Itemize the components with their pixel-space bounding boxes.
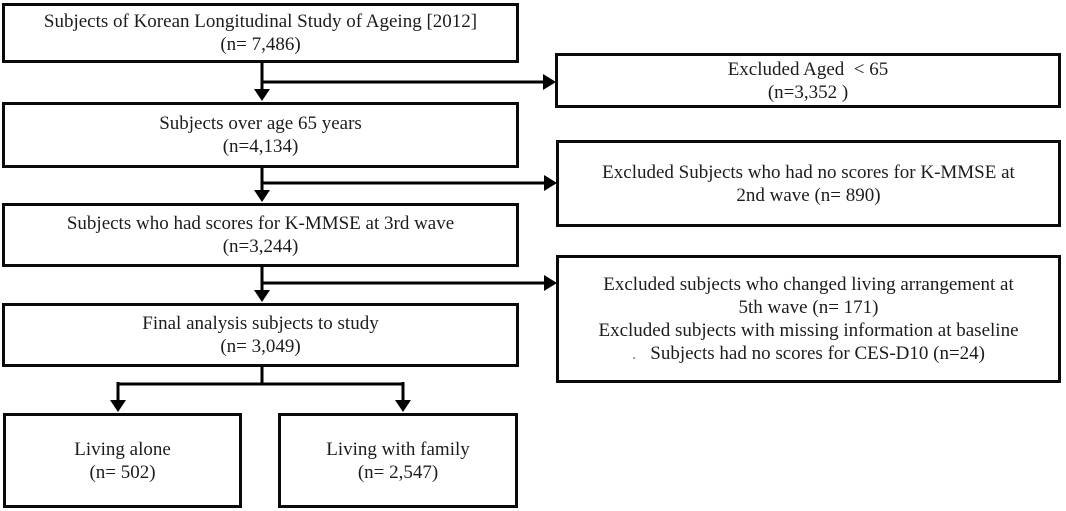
arrowhead-over65-to-kmmse3 bbox=[254, 190, 270, 202]
box-excluded-wave5-line4: . Subjects had no scores for CES-D10 (n=2… bbox=[632, 342, 985, 365]
box-living-family-title: Living with family bbox=[326, 438, 470, 460]
box-living-alone-n: (n= 502) bbox=[89, 461, 156, 483]
box-excluded-age-n: (n=3,352 ) bbox=[767, 81, 849, 103]
box-final-analysis: Final analysis subjects to study (n= 3,0… bbox=[2, 303, 519, 367]
box-excluded-wave2: Excluded Subjects who had no scores for … bbox=[556, 140, 1061, 227]
arrowhead-kmmse3-to-final bbox=[254, 290, 270, 302]
stray-period: . bbox=[632, 344, 637, 363]
box-excluded-age-title: Excluded Aged < 65 bbox=[727, 58, 889, 80]
box-over-65: Subjects over age 65 years (n=4,134) bbox=[2, 102, 519, 168]
box-klosa-subjects: Subjects of Korean Longitudinal Study of… bbox=[2, 3, 519, 63]
box-excluded-wave5-line2: 5th wave (n= 171) bbox=[738, 297, 879, 318]
box-over-65-title: Subjects over age 65 years bbox=[159, 113, 362, 134]
box-klosa-title: Subjects of Korean Longitudinal Study of… bbox=[43, 11, 478, 32]
box-living-family-n: (n= 2,547) bbox=[357, 461, 439, 483]
box-over-65-n: (n=4,134) bbox=[222, 136, 299, 157]
box-kmmse-n: (n=3,244) bbox=[222, 236, 299, 257]
box-living-with-family: Living with family (n= 2,547) bbox=[278, 413, 518, 508]
box-excluded-wave2-line2: 2nd wave (n= 890) bbox=[736, 184, 881, 206]
box-final-title: Final analysis subjects to study bbox=[142, 313, 379, 334]
box-excluded-wave5-line3: Excluded subjects with missing informati… bbox=[598, 320, 1019, 341]
box-living-alone: Living alone (n= 502) bbox=[3, 413, 242, 508]
arrowhead-living-alone bbox=[110, 400, 126, 412]
box-excluded-wave5: Excluded subjects who changed living arr… bbox=[556, 255, 1061, 383]
box-final-n: (n= 3,049) bbox=[220, 336, 301, 357]
box-kmmse-title: Subjects who had scores for K-MMSE at 3r… bbox=[66, 213, 455, 234]
box-excluded-wave2-line1: Excluded Subjects who had no scores for … bbox=[602, 161, 1015, 183]
box-excluded-wave5-line4-text: Subjects had no scores for CES-D10 (n=24… bbox=[650, 343, 985, 364]
box-excluded-age: Excluded Aged < 65 (n=3,352 ) bbox=[555, 53, 1061, 108]
box-klosa-n: (n= 7,486) bbox=[220, 34, 301, 55]
box-excluded-wave5-line1: Excluded subjects who changed living arr… bbox=[603, 274, 1014, 295]
box-living-alone-title: Living alone bbox=[74, 438, 171, 460]
box-kmmse-3rd-wave: Subjects who had scores for K-MMSE at 3r… bbox=[2, 203, 519, 267]
arrowhead-living-family bbox=[395, 400, 411, 412]
arrowhead-source-to-over65 bbox=[254, 89, 270, 101]
